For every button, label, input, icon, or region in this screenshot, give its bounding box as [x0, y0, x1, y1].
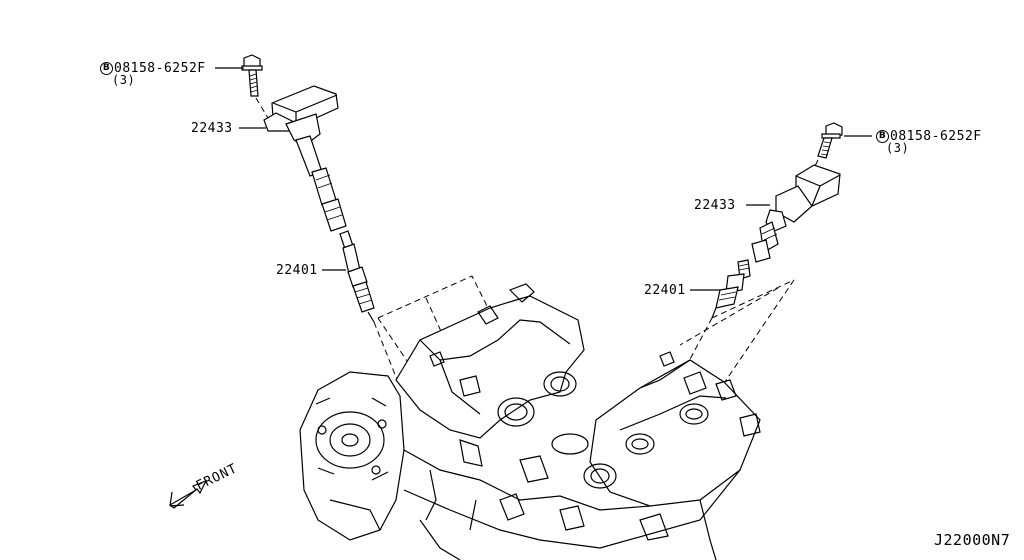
- bolt-right-code: 08158-6252F: [890, 129, 982, 144]
- coil-right-label: 22433: [694, 198, 736, 213]
- bolt-badge-left: B: [100, 62, 113, 75]
- spark-plug-right: [711, 259, 751, 319]
- bolt-right-qty: (3): [886, 141, 910, 155]
- bolt-right: [809, 122, 843, 177]
- bolt-left-code: 08158-6252F: [114, 61, 206, 76]
- plug-left-label: 22401: [276, 263, 318, 278]
- plug-right-label: 22401: [644, 283, 686, 298]
- spark-plug-left: [339, 230, 375, 323]
- ignition-coil-left: [263, 85, 347, 232]
- bolt-badge-right: B: [876, 130, 889, 143]
- bolt-left: [241, 54, 269, 119]
- figure-number: J22000N7: [934, 531, 1011, 549]
- bolt-left-qty: (3): [112, 73, 136, 87]
- leader-lines: [215, 67, 872, 291]
- bolt-right-callout: B 08158-6252F: [876, 130, 982, 143]
- ignition-coil-right: [751, 164, 841, 263]
- front-arrow-icon: [168, 479, 208, 509]
- coil-left-label: 22433: [191, 121, 233, 136]
- engine-block: [299, 283, 761, 560]
- bolt-left-callout: B 08158-6252F: [100, 62, 206, 75]
